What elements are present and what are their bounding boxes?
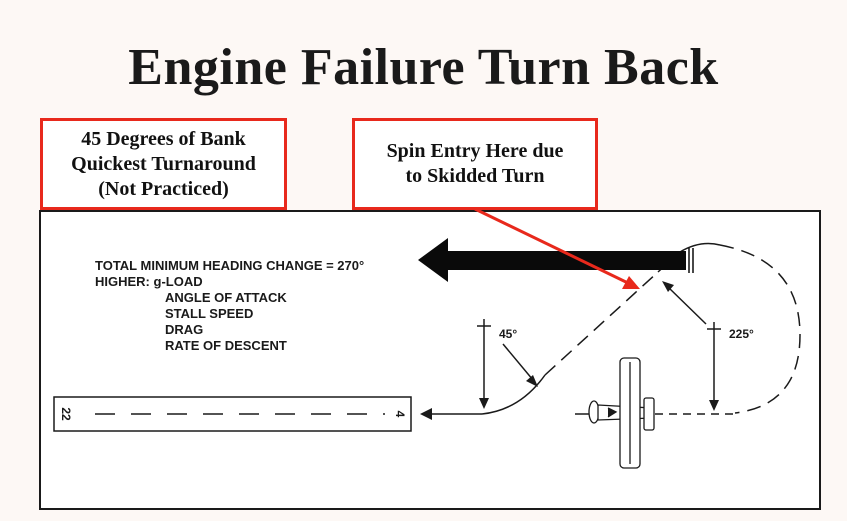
angle-label-225: 225° (729, 327, 754, 341)
runway: 22 4 (53, 396, 412, 432)
callout-line: (Not Practiced) (98, 177, 229, 200)
callout-line: Quickest Turnaround (71, 152, 256, 175)
airplane-icon (588, 357, 655, 469)
heading-change-text: TOTAL MINIMUM HEADING CHANGE = 270° (95, 258, 365, 273)
callout-spin-entry: Spin Entry Here due to Skidded Turn (352, 118, 598, 210)
runway-number-right: 4 (393, 411, 407, 418)
heading-change-arrow (418, 238, 694, 282)
runway-number-left: 22 (59, 407, 73, 421)
angle-marker-45: 45° (477, 319, 538, 409)
higher-label: HIGHER: g-LOAD (95, 274, 203, 289)
heading-change-info: TOTAL MINIMUM HEADING CHANGE = 270° HIGH… (95, 258, 364, 354)
callout-line: 45 Degrees of Bank (81, 127, 246, 150)
info-item: RATE OF DESCENT (165, 338, 287, 353)
angle-marker-225: 225° (662, 281, 754, 411)
page-title: Engine Failure Turn Back (128, 39, 719, 96)
callout-45-degrees: 45 Degrees of Bank Quickest Turnaround (… (40, 118, 287, 210)
angle-label-45: 45° (499, 327, 517, 341)
callout-line: to Skidded Turn (405, 165, 545, 187)
info-item: ANGLE OF ATTACK (165, 290, 287, 305)
info-item: DRAG (165, 322, 204, 337)
info-item: STALL SPEED (165, 306, 254, 321)
callout-line: Spin Entry Here due (386, 140, 564, 162)
spin-entry-pointer (474, 207, 640, 289)
